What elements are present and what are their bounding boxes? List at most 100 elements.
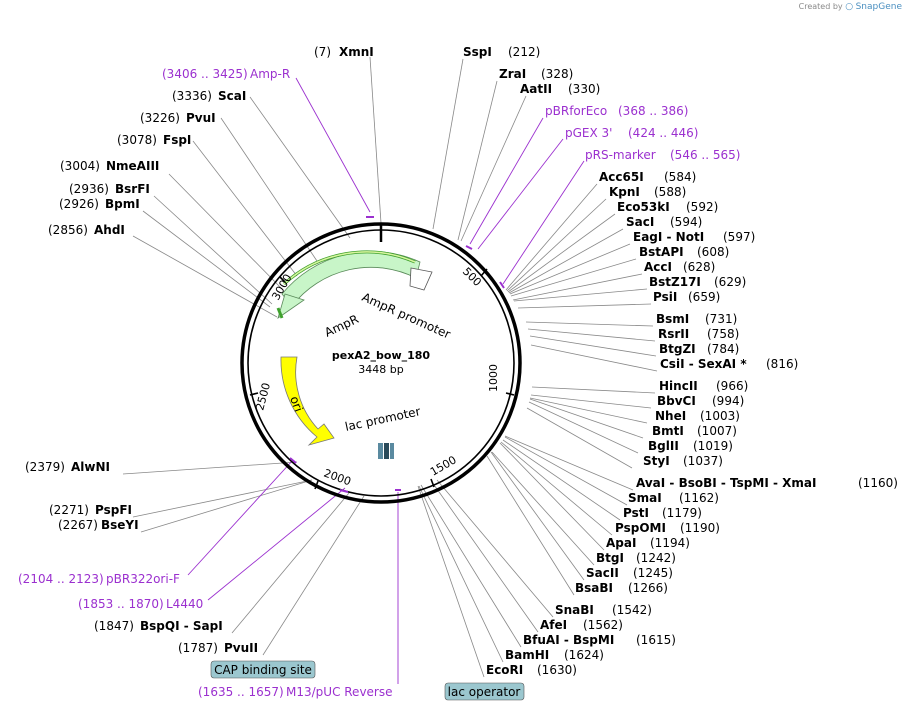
cap-binding-box [210, 660, 316, 679]
svg-text:BstZ17I: BstZ17I [649, 275, 701, 289]
svg-text:(2267): (2267) [58, 518, 98, 532]
primer-marks [289, 216, 505, 493]
site-bseyi: (2267) BseYI [58, 518, 139, 532]
svg-text:(1847): (1847) [94, 619, 134, 633]
svg-text:(1160): (1160) [858, 476, 898, 490]
ori-feature-arrow [280, 356, 335, 446]
tick-label-500: 500 [460, 265, 484, 289]
svg-text:(994): (994) [712, 394, 744, 408]
svg-text:(1019): (1019) [693, 439, 733, 453]
site-hincii: HincII (966) [659, 379, 748, 393]
svg-text:BsrFI: BsrFI [115, 182, 150, 196]
svg-text:(584): (584) [664, 170, 696, 184]
svg-text:Acc65I: Acc65I [599, 170, 644, 184]
primer-pgex3: pGEX 3' (424 .. 446) [565, 126, 698, 140]
svg-text:ZraI: ZraI [499, 67, 526, 81]
site-bglii: BglII (1019) [648, 439, 733, 453]
svg-text:BspQI - SapI: BspQI - SapI [140, 619, 223, 633]
site-bpmi: (2926) BpmI [59, 197, 140, 211]
svg-text:(1245): (1245) [633, 566, 673, 580]
site-acc65i: Acc65I (584) [599, 170, 696, 184]
svg-text:BpmI: BpmI [105, 197, 140, 211]
primer-m13-puc-reverse: (1635 .. 1657) M13/pUC Reverse [198, 685, 393, 699]
site-pvui: (3226) PvuI [140, 111, 216, 125]
svg-text:CsiI - SexAI *: CsiI - SexAI * [660, 357, 747, 371]
svg-text:AfeI: AfeI [540, 618, 567, 632]
cap-binding-label: CAP binding site [214, 663, 312, 677]
svg-text:(1037): (1037) [683, 454, 723, 468]
svg-text:(1542): (1542) [612, 603, 652, 617]
site-rsrii: RsrII (758) [658, 327, 739, 341]
svg-text:(1194): (1194) [650, 536, 690, 550]
site-pspomi: PspOMI (1190) [615, 521, 720, 535]
site-zrai: ZraI (328) [499, 67, 573, 81]
svg-text:(1787): (1787) [178, 641, 218, 655]
svg-text:(1266): (1266) [628, 581, 668, 595]
site-csii-sexai: CsiI - SexAI * (816) [660, 357, 798, 371]
svg-text:BtgZI: BtgZI [659, 342, 696, 356]
site-psii: PsiI (659) [653, 290, 720, 304]
site-ecori: EcoRI (1630) [486, 663, 577, 677]
watermark-prefix: Created by [798, 2, 843, 11]
svg-text:(2856): (2856) [48, 223, 88, 237]
svg-text:(816): (816) [766, 357, 798, 371]
lac-promoter-label: lac promoter [344, 404, 422, 434]
svg-text:(966): (966) [716, 379, 748, 393]
svg-text:(1242): (1242) [636, 551, 676, 565]
site-bsabi: BsaBI (1266) [575, 581, 668, 595]
svg-text:BglII: BglII [648, 439, 679, 453]
ampr-arrow-head-icon [277, 293, 305, 319]
svg-text:pBRforEco: pBRforEco [545, 104, 607, 118]
svg-text:FspI: FspI [163, 133, 191, 147]
site-ahdi: (2856) AhdI [48, 223, 125, 237]
primer-l4440: (1853 .. 1870) L4440 [78, 597, 203, 611]
svg-text:(1007): (1007) [697, 424, 737, 438]
snapgene-logo-icon: ○ [845, 2, 854, 12]
svg-text:(1162): (1162) [679, 491, 719, 505]
svg-text:PspFI: PspFI [95, 503, 132, 517]
ampr-orf-arrow-icon [276, 307, 284, 319]
svg-text:(629): (629) [714, 275, 746, 289]
svg-text:SnaBI: SnaBI [555, 603, 594, 617]
svg-text:(212): (212) [508, 45, 540, 59]
svg-text:BsmI: BsmI [656, 312, 689, 326]
site-bmti: BmtI (1007) [652, 424, 737, 438]
site-eagi-noti: EagI - NotI (597) [633, 230, 755, 244]
svg-text:RsrII: RsrII [658, 327, 689, 341]
site-nhei: NheI (1003) [655, 409, 740, 423]
svg-text:(1615): (1615) [636, 633, 676, 647]
svg-text:(3406 .. 3425): (3406 .. 3425) [162, 67, 248, 81]
svg-text:M13/pUC Reverse: M13/pUC Reverse [286, 685, 393, 699]
ampr-promoter-label: AmpR promoter [360, 290, 453, 342]
site-snabi: SnaBI (1542) [555, 603, 652, 617]
ampr-orf-highlight [283, 251, 416, 285]
site-eco53ki: Eco53kI (592) [617, 200, 718, 214]
svg-text:AhdI: AhdI [94, 223, 125, 237]
site-pvuii: (1787) PvuII [178, 641, 258, 655]
svg-text:pBR322ori-F: pBR322ori-F [106, 572, 180, 586]
ampr-label: AmpR [322, 312, 360, 340]
snapgene-watermark: Created by ○ SnapGene [799, 2, 902, 12]
svg-text:(2926): (2926) [59, 197, 99, 211]
lac-operator-label: lac operator [448, 685, 521, 699]
svg-text:BseYI: BseYI [101, 518, 139, 532]
svg-text:(368 .. 386): (368 .. 386) [618, 104, 688, 118]
svg-text:(592): (592) [686, 200, 718, 214]
svg-text:(758): (758) [707, 327, 739, 341]
site-alwni: (2379) AlwNI [25, 460, 110, 474]
svg-text:(731): (731) [705, 312, 737, 326]
site-xmni: (7) XmnI [314, 45, 374, 59]
svg-text:AatII: AatII [520, 82, 552, 96]
svg-text:ScaI: ScaI [218, 89, 246, 103]
site-bsrfi: (2936) BsrFI [69, 182, 150, 196]
primer-leader-lines [187, 77, 585, 684]
site-nmeaiii: (3004) NmeAIII [60, 159, 159, 173]
svg-text:EcoRI: EcoRI [486, 663, 523, 677]
svg-text:PvuI: PvuI [186, 111, 216, 125]
site-acci: AccI (628) [644, 260, 715, 274]
site-afei: AfeI (1562) [540, 618, 623, 632]
svg-text:ApaI: ApaI [606, 536, 636, 550]
svg-text:(1853 .. 1870): (1853 .. 1870) [78, 597, 164, 611]
svg-text:BstAPI: BstAPI [639, 245, 684, 259]
